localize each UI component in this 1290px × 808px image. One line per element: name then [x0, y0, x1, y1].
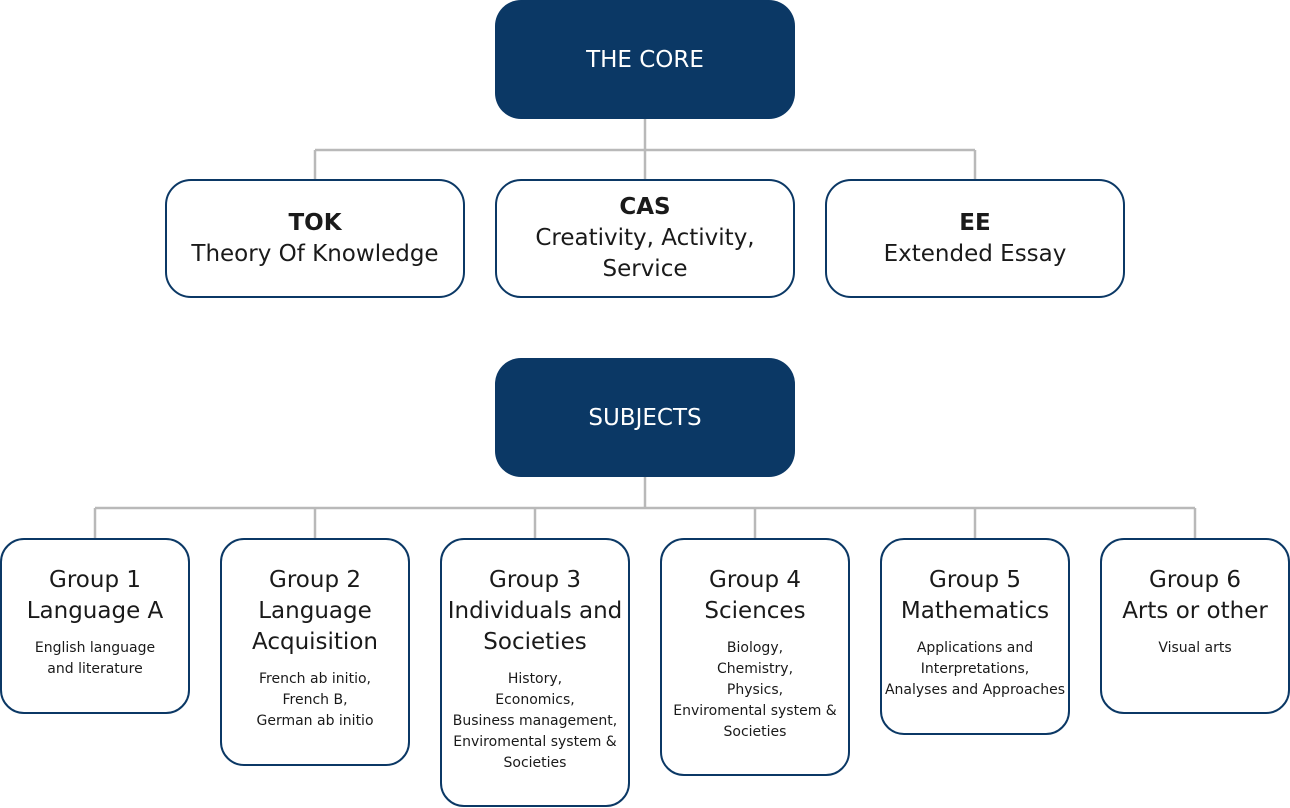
core-title: THE CORE	[586, 46, 704, 73]
group-title-line: Group 3	[489, 567, 581, 593]
group-item: Physics,	[726, 682, 784, 698]
group-title-line: Arts or other	[1122, 598, 1268, 624]
subject-group-3: Group 3 Individuals and Societies Histor…	[440, 538, 630, 807]
subject-group-4: Group 4 Sciences Biology, Chemistry, Phy…	[660, 538, 850, 776]
core-component-tok: TOK Theory Of Knowledge	[165, 179, 465, 298]
group-item: Chemistry,	[716, 661, 794, 677]
group-title-line: Individuals and	[447, 598, 623, 624]
group-item: Business management,	[452, 713, 618, 729]
group-item: Interpretations,	[920, 661, 1030, 677]
group-title-line: Group 6	[1149, 567, 1241, 593]
group-item: Enviromental system &	[453, 734, 617, 750]
group-item: English language	[34, 640, 156, 656]
group-item: Economics,	[495, 692, 575, 708]
component-full-name: Extended Essay	[883, 240, 1067, 267]
group-item: and literature	[47, 661, 143, 677]
group-title-line: Language	[258, 598, 372, 624]
subject-group-1: Group 1 Language A English language and …	[0, 538, 190, 714]
group-item: Enviromental system &	[673, 703, 837, 719]
group-items: French ab initio, French B, German ab in…	[256, 669, 373, 732]
group-title-line: Acquisition	[252, 629, 378, 655]
group-item: History,	[507, 671, 563, 687]
component-abbr: TOK	[288, 209, 342, 236]
subject-group-6: Group 6 Arts or other Visual arts	[1100, 538, 1290, 714]
core-component-ee: EE Extended Essay	[825, 179, 1125, 298]
group-items: English language and literature	[35, 638, 155, 680]
group-item: Societies	[723, 724, 787, 740]
group-item: Societies	[503, 755, 567, 771]
subjects-node: SUBJECTS	[495, 358, 795, 477]
group-title-line: Group 1	[49, 567, 141, 593]
group-item: French ab initio,	[259, 671, 371, 687]
core-component-cas: CAS Creativity, Activity, Service	[495, 179, 795, 298]
group-item: Biology,	[726, 640, 784, 656]
group-title-line: Societies	[483, 629, 587, 655]
group-title-line: Language A	[26, 598, 164, 624]
group-item: French B,	[282, 692, 348, 708]
group-title-line: Group 4	[709, 567, 801, 593]
group-item: Visual arts	[1158, 640, 1232, 656]
group-title-line: Group 5	[929, 567, 1021, 593]
group-items: Biology, Chemistry, Physics, Enviromenta…	[673, 638, 836, 743]
group-item: German ab initio	[256, 713, 374, 729]
core-node: THE CORE	[495, 0, 795, 119]
group-title-line: Sciences	[704, 598, 806, 624]
group-items: History, Economics, Business management,…	[453, 669, 617, 774]
group-items: Visual arts	[1158, 638, 1231, 659]
group-items: Applications and Interpretations, Analys…	[885, 638, 1065, 701]
group-title-line: Mathematics	[900, 598, 1050, 624]
component-full-name: Creativity, Activity, Service	[535, 225, 755, 282]
component-abbr: EE	[959, 209, 991, 236]
subjects-title: SUBJECTS	[588, 404, 702, 431]
component-abbr: CAS	[619, 194, 671, 220]
group-title-line: Group 2	[269, 567, 361, 593]
subject-group-5: Group 5 Mathematics Applications and Int…	[880, 538, 1070, 735]
subject-group-2: Group 2 Language Acquisition French ab i…	[220, 538, 410, 766]
group-item: Analyses and Approaches	[884, 682, 1066, 698]
component-full-name: Theory Of Knowledge	[191, 240, 439, 267]
group-item: Applications and	[916, 640, 1034, 656]
